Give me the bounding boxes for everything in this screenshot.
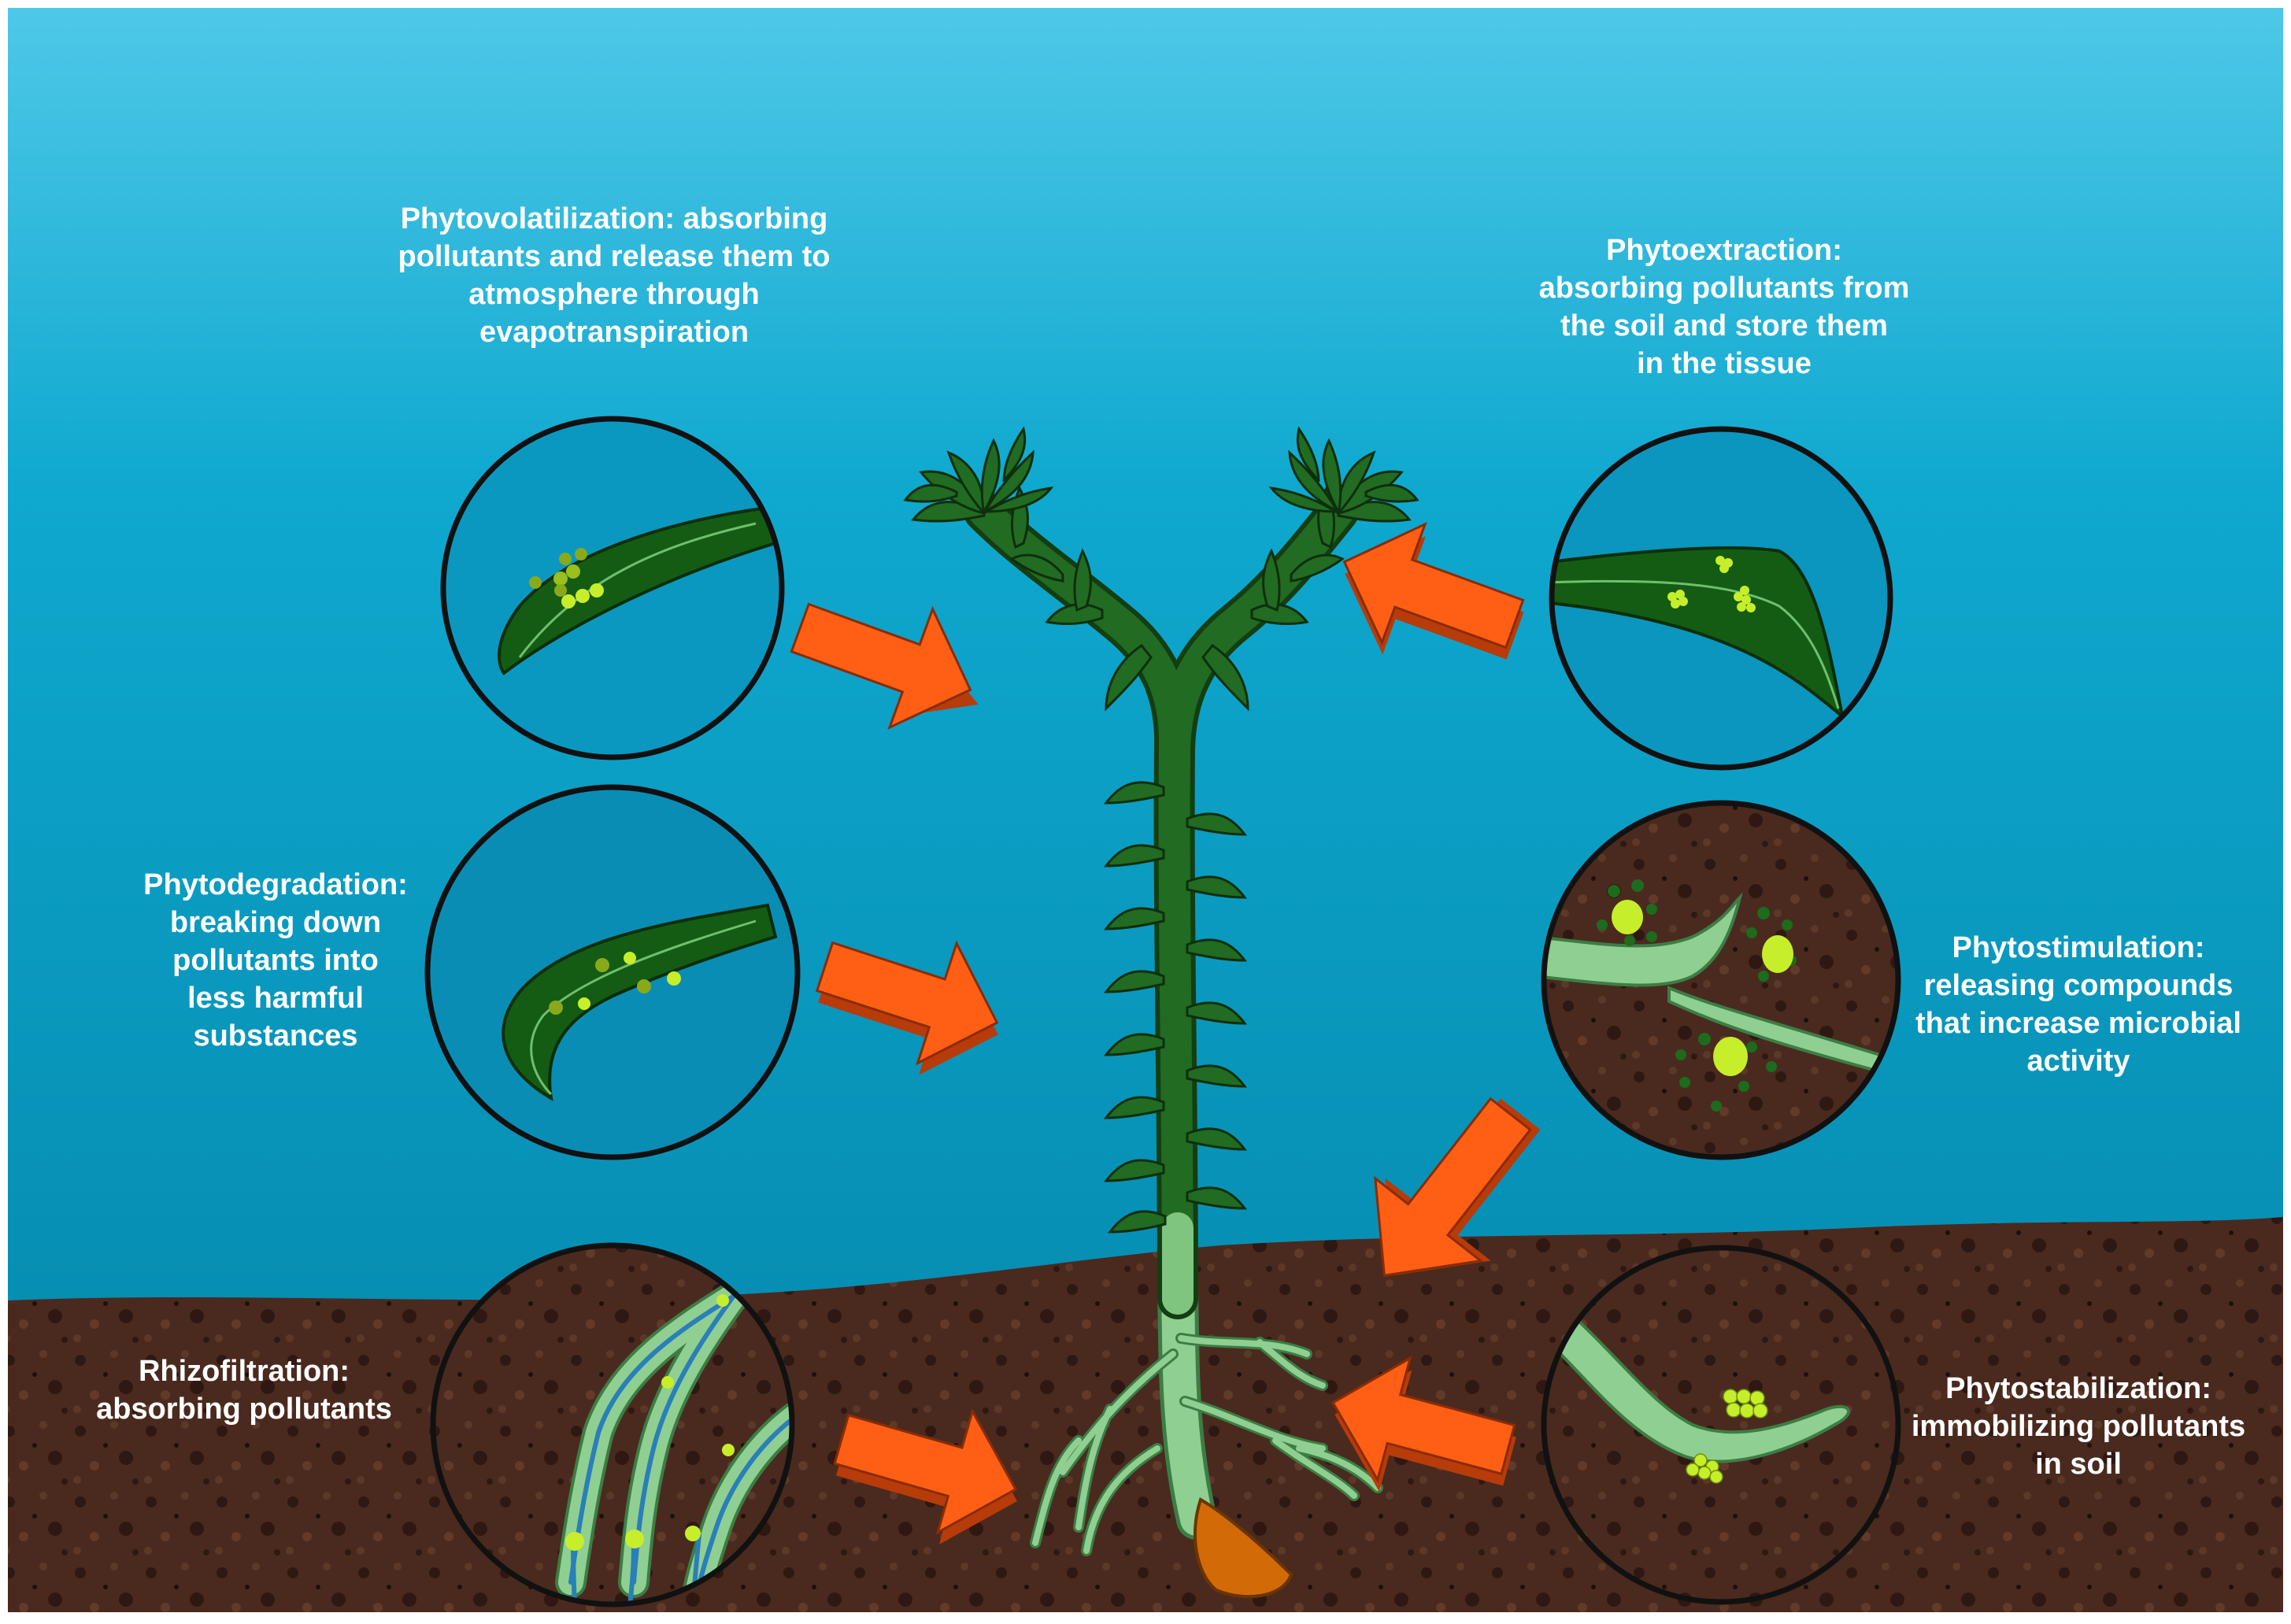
arrow-phytostabilization xyxy=(1331,1356,1516,1492)
arrow-phytovolatilization xyxy=(790,602,979,730)
pollutant-dot xyxy=(716,1294,729,1307)
pollutant-dot xyxy=(554,584,567,597)
pollutant-dot xyxy=(1749,1390,1765,1406)
pollutant-dot xyxy=(1740,586,1749,595)
arrow-phytoextraction xyxy=(1342,522,1525,660)
phytoextraction-inset xyxy=(1549,426,1893,771)
pollutant-dot xyxy=(1693,1453,1708,1467)
label-phytostimulation: Phytostimulation: releasing compounds th… xyxy=(1915,931,2241,1078)
arrow-phytodegradation xyxy=(815,940,999,1075)
pollutant-dot xyxy=(1667,592,1677,601)
arrows xyxy=(790,522,1541,1544)
microbe xyxy=(1612,900,1643,934)
pollutant-dot xyxy=(1723,1389,1738,1404)
pollutant-dot xyxy=(1736,1389,1752,1404)
pollutant-dot xyxy=(637,979,651,993)
pollutant-dot xyxy=(561,594,576,609)
phytostimulation-inset xyxy=(1541,800,1901,1160)
plant-leaves xyxy=(903,426,1419,1234)
pollutant-dot xyxy=(1686,1463,1700,1477)
label-rhizofiltration: Rhizofiltration: absorbing pollutants xyxy=(96,1355,392,1426)
label-phytoextraction: Phytoextraction: absorbing pollutants fr… xyxy=(1538,234,1910,380)
plant xyxy=(903,426,1419,1599)
label-phytostabilization: Phytostabilization: immobilizing polluta… xyxy=(1911,1372,2246,1481)
pollutant-dot xyxy=(529,576,542,589)
pollutant-dot xyxy=(1671,599,1680,609)
pollutant-dot xyxy=(565,1532,584,1551)
microbe xyxy=(1762,935,1793,973)
pollutant-dot xyxy=(1726,1402,1741,1418)
pollutant-dot xyxy=(667,971,681,986)
pollutant-dot xyxy=(625,1530,644,1548)
phytostabilization-inset xyxy=(1541,1245,1901,1605)
pollutant-dot xyxy=(1719,564,1729,573)
phytovolatilization-inset xyxy=(440,416,785,760)
pollutant-dot xyxy=(578,997,590,1010)
pollutant-dot xyxy=(1675,590,1685,599)
pollutant-dot xyxy=(559,553,572,565)
pollutant-dot xyxy=(1678,597,1688,606)
pollutant-dot xyxy=(661,1376,674,1389)
phytodegradation-inset xyxy=(424,784,801,1160)
pollutant-dot xyxy=(1734,592,1743,601)
label-phytodegradation: Phytodegradation: breaking down pollutan… xyxy=(143,868,408,1052)
pollutant-dot xyxy=(1752,1403,1768,1419)
rhizofiltration-inset xyxy=(430,1242,795,1607)
pollutant-dot xyxy=(1741,595,1751,605)
pollutant-dot xyxy=(1715,556,1725,565)
plant-stem xyxy=(964,491,1359,1319)
pollutant-dot xyxy=(576,589,590,603)
pollutant-dot xyxy=(1709,1470,1723,1484)
pollutant-dot xyxy=(553,572,568,586)
plant-root-cap xyxy=(1193,1497,1294,1599)
pollutant-dot xyxy=(1746,603,1756,612)
arrow-phytostimulation xyxy=(1374,1097,1541,1277)
pollutant-dot xyxy=(722,1444,735,1456)
pollutant-dot xyxy=(685,1526,701,1541)
pollutant-dot xyxy=(575,548,587,560)
pollutant-dot xyxy=(595,958,609,972)
pollutant-dot xyxy=(1697,1466,1712,1480)
pollutant-dot xyxy=(1739,1403,1755,1419)
pollutant-dot xyxy=(566,564,580,579)
pollutant-dot xyxy=(549,1001,563,1015)
pollutant-dot xyxy=(624,952,636,964)
arrow-rhizofiltration xyxy=(833,1408,1018,1544)
microbe xyxy=(1713,1037,1748,1076)
pollutant-dot xyxy=(590,583,604,597)
pollutant-dot xyxy=(1737,602,1746,612)
label-phytovolatilization: Phytovolatilization: absorbing pollutant… xyxy=(398,202,831,349)
